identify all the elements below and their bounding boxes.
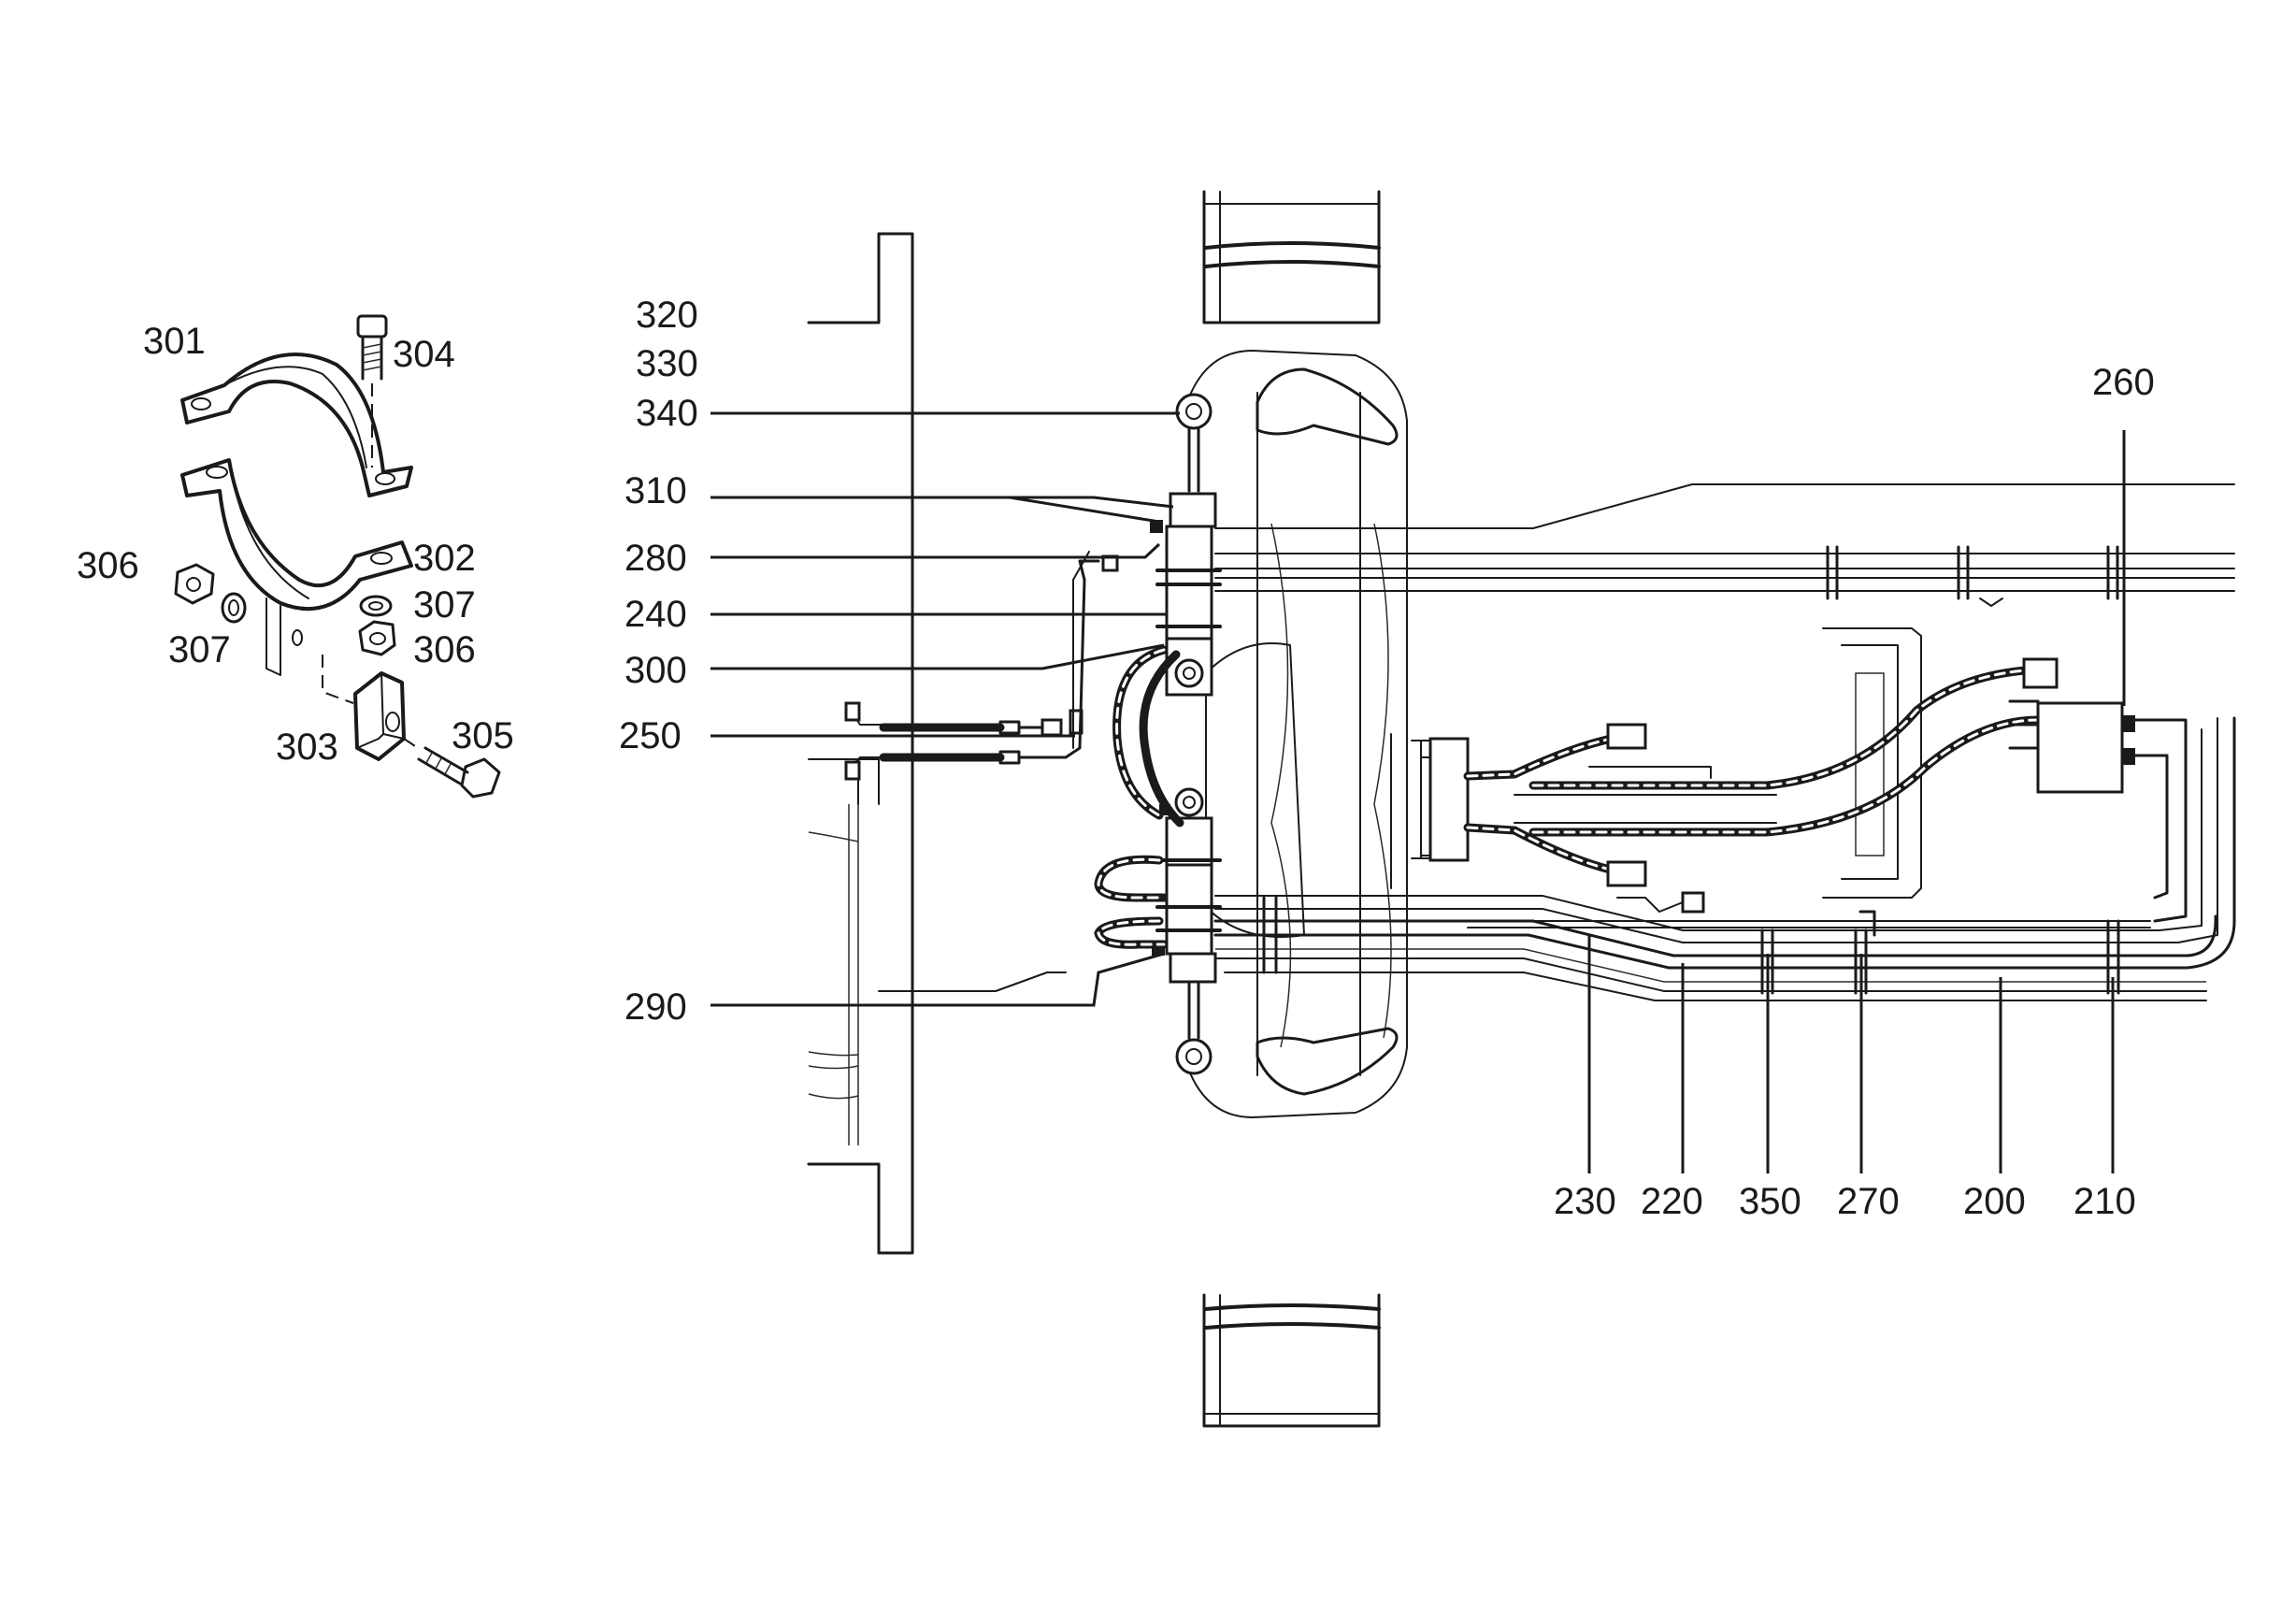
axle-assembly-view: 320 330 340 310 280 240 300 250 290 260 … <box>619 190 2236 1428</box>
callout-230: 230 <box>1554 1181 1616 1222</box>
steering-cylinder <box>1150 393 1222 1075</box>
callout-270: 270 <box>1837 1181 1900 1222</box>
callout-300: 300 <box>624 650 687 691</box>
callout-200: 200 <box>1963 1181 2026 1222</box>
control-valve-hoses <box>1411 657 2188 928</box>
nut-306-right <box>358 620 396 656</box>
callout-220: 220 <box>1641 1181 1703 1222</box>
callout-301: 301 <box>143 321 206 362</box>
axle-housing <box>1186 350 1408 1118</box>
callout-306-left: 306 <box>77 545 139 586</box>
lower-clamp-302 <box>180 458 413 676</box>
washer-307-left <box>221 592 247 624</box>
callout-305: 305 <box>452 715 514 756</box>
callout-304: 304 <box>393 334 455 375</box>
callout-290: 290 <box>624 986 687 1028</box>
nut-306-left <box>174 563 215 605</box>
bolt-304 <box>356 314 388 468</box>
callout-310: 310 <box>624 470 687 511</box>
washer-307-right <box>359 595 393 617</box>
callout-302: 302 <box>413 538 476 579</box>
cylinder-hoses <box>1094 645 1184 949</box>
callout-330: 330 <box>636 343 698 384</box>
callout-210: 210 <box>2074 1181 2136 1222</box>
clamp-exploded-view: 301 304 306 302 307 307 306 303 305 <box>77 314 514 799</box>
hose-assembly-250 <box>844 551 1119 781</box>
callout-260: 260 <box>2092 362 2155 403</box>
wheel-upper <box>1202 190 1381 324</box>
callout-303: 303 <box>276 727 338 768</box>
upper-clamp-301 <box>180 353 413 497</box>
leader-lines <box>710 411 2126 1173</box>
callout-250: 250 <box>619 715 682 756</box>
lower-tubes <box>1213 716 2236 1001</box>
wheel-lower <box>1202 1293 1381 1428</box>
callout-280: 280 <box>624 538 687 579</box>
callout-320: 320 <box>636 295 698 336</box>
callout-307-left: 307 <box>168 629 231 670</box>
upper-tubes <box>1214 483 2235 607</box>
differential-housing <box>1390 627 1922 899</box>
frame-rail <box>807 232 1067 1255</box>
callout-307-right: 307 <box>413 584 476 626</box>
callout-350: 350 <box>1739 1181 1801 1222</box>
callout-340: 340 <box>636 393 698 434</box>
bolt-305 <box>403 738 501 799</box>
callout-306-right: 306 <box>413 629 476 670</box>
callout-240: 240 <box>624 594 687 635</box>
